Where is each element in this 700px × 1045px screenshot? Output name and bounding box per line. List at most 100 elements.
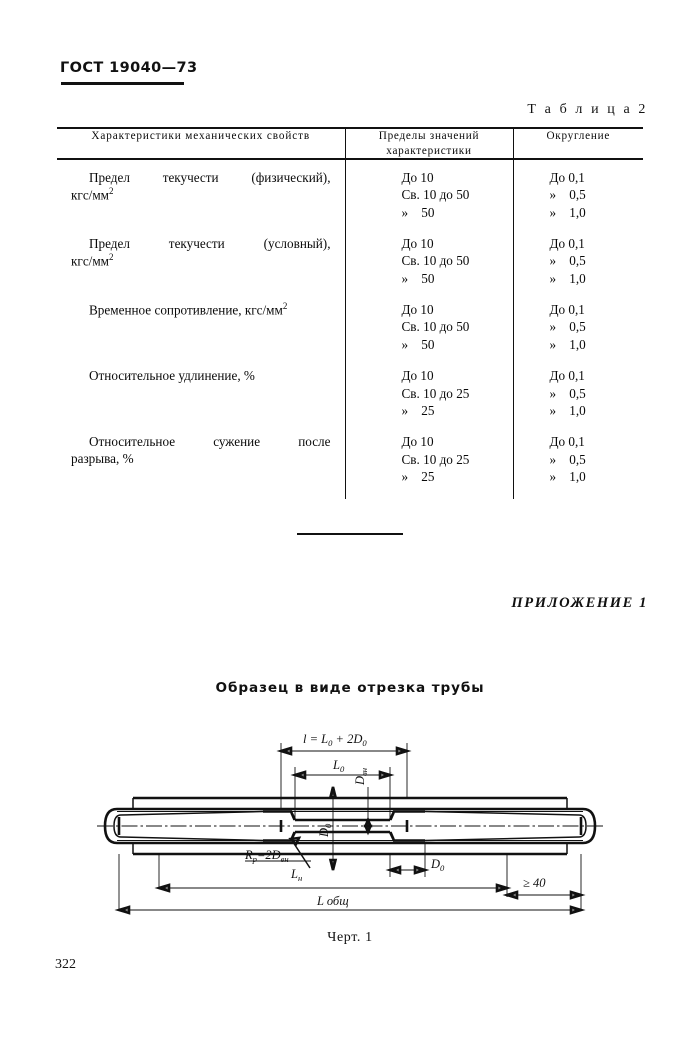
dimension-inner-diameter	[363, 787, 373, 836]
pipe-specimen-svg: l = L0 + 2D0 L0 Dвн	[97, 732, 603, 915]
dimension-overall-line	[114, 905, 586, 915]
limit-value: Св. 10 до 25	[401, 385, 470, 401]
row-limits-cell: До 10 Св. 10 до 25 » 25	[345, 432, 514, 486]
dimension-label-inner-diameter: Dвн	[353, 768, 369, 786]
limit-value: » 50	[401, 205, 435, 221]
column-header-limits-line1: Пределы значений	[378, 130, 480, 143]
table-header-row: Характеристики механических свойств Пред…	[57, 129, 643, 159]
row-property-line1: Временное сопротивление, кгс/мм2	[89, 300, 288, 318]
unit-superscript: 2	[109, 186, 114, 197]
row-limits-cell: До 10 Св. 10 до 50 » 50	[345, 234, 514, 288]
dimension-outer-diameter-right	[385, 865, 430, 875]
pipe-taper-lines	[120, 810, 580, 842]
rounding-values: До 0,1 » 0,5 » 1,0	[514, 433, 644, 486]
limit-value: » 25	[401, 403, 435, 419]
rounding-value: До 0,1	[549, 433, 585, 449]
figure-drawing: l = L0 + 2D0 L0 Dвн	[95, 725, 605, 925]
limit-value: Св. 10 до 50	[401, 253, 470, 269]
column-header-limits: Пределы значений характеристики	[345, 129, 514, 159]
rounding-values: До 0,1 » 0,5 » 1,0	[514, 301, 644, 354]
row-limits-cell: До 10 Св. 10 до 25 » 25	[345, 366, 514, 420]
extension-lines-bottom	[118, 843, 582, 910]
rounding-value: До 0,1	[549, 235, 585, 251]
table-row: Предел текучести (физический), кгс/мм2 Д…	[57, 159, 644, 222]
limit-value: Св. 10 до 50	[401, 187, 470, 203]
limit-value: Св. 10 до 25	[401, 451, 470, 467]
row-property-line2: разрыва, %	[71, 451, 134, 467]
dimension-gauge-length	[290, 770, 395, 780]
row-property-line1: Предел текучести (условный),	[89, 235, 331, 251]
table-body-grid: Предел текучести (физический), кгс/мм2 Д…	[57, 159, 644, 499]
page-number: 322	[55, 957, 76, 972]
figure-title: Образец в виде отрезка трубы	[215, 680, 485, 696]
row-rounding-cell: До 0,1 » 0,5 » 1,0	[513, 433, 643, 486]
limits-values: До 10 Св. 10 до 50 » 50	[346, 301, 513, 354]
limit-value: До 10	[401, 169, 434, 185]
dimension-grip-length-line	[154, 883, 512, 893]
rounding-value: » 0,5	[549, 385, 586, 401]
limits-values: До 10 Св. 10 до 25 » 25	[346, 433, 513, 486]
table-header-grid: Характеристики механических свойств Пред…	[57, 129, 643, 159]
row-property-cell: Предел текучести (физический), кгс/мм2	[57, 159, 346, 222]
row-property-cell: Относительное удлинение, %	[57, 366, 346, 420]
column-header-properties: Характеристики механических свойств	[57, 129, 346, 159]
limit-value: До 10	[401, 433, 434, 449]
row-limits-cell: До 10 Св. 10 до 50 » 50	[345, 300, 514, 354]
row-spacer	[57, 287, 643, 301]
figure-caption: Черт. 1	[327, 930, 373, 945]
row-spacer	[57, 485, 643, 499]
rounding-value: » 1,0	[549, 403, 586, 419]
row-spacer	[57, 221, 643, 235]
row-property-line1: Предел текучести (физический),	[89, 169, 331, 185]
header-underline	[61, 82, 184, 85]
rounding-value: До 0,1	[549, 169, 585, 185]
row-property-line1: Относительное удлинение, %	[89, 367, 255, 383]
row-rounding-cell: До 0,1 » 0,5 » 1,0	[513, 367, 643, 420]
dimension-total-length	[276, 746, 412, 756]
dimension-label-outer-diameter-right: D0	[430, 857, 445, 873]
rounding-value: » 0,5	[549, 253, 586, 269]
table-top-rule	[57, 127, 643, 130]
dimension-label-end-min: ≥ 40	[523, 876, 546, 890]
pipe-outline	[117, 796, 583, 856]
row-property-line2: кгс/мм2	[71, 186, 114, 203]
appendix-label: ПРИЛОЖЕНИЕ 1	[511, 595, 648, 611]
rounding-value: » 0,5	[549, 187, 586, 203]
limit-value: Св. 10 до 50	[401, 319, 470, 335]
limit-value: До 10	[401, 235, 434, 251]
column-header-limits-line2: характеристики	[386, 144, 472, 157]
row-property-cell: Временное сопротивление, кгс/мм2	[57, 300, 346, 354]
rounding-value: До 0,1	[549, 301, 585, 317]
table-header-rule	[57, 158, 643, 160]
rounding-value: » 1,0	[549, 205, 586, 221]
limit-value: » 50	[401, 271, 435, 287]
row-property-line2: кгс/мм2	[71, 252, 114, 269]
table-row: Предел текучести (условный), кгс/мм2 До …	[57, 234, 643, 288]
row-rounding-cell: До 0,1 » 0,5 » 1,0	[513, 235, 643, 288]
unit-superscript: 2	[282, 300, 288, 311]
pipe-gauge-section	[295, 818, 390, 834]
rounding-values: До 0,1 » 0,5 » 1,0	[514, 367, 644, 420]
rounding-value: » 1,0	[549, 337, 586, 353]
row-property-cell: Предел текучести (условный), кгс/мм2	[57, 234, 346, 288]
row-spacer	[57, 353, 643, 367]
rounding-value: » 0,5	[549, 319, 586, 335]
limit-value: » 50	[401, 337, 435, 353]
dimension-end-min	[502, 890, 586, 900]
table-row: Относительное сужение после разрыва, % Д…	[57, 432, 643, 486]
dimension-outer-diameter	[328, 786, 338, 871]
section-divider-rule	[297, 533, 403, 535]
dimension-label-grip-length: Lн	[290, 867, 302, 883]
rounding-values: До 0,1 » 0,5 » 1,0	[514, 160, 644, 222]
table-row: Относительное удлинение, % До 10 Св. 10 …	[57, 366, 643, 420]
rounding-value: До 0,1	[549, 367, 585, 383]
row-limits-cell: До 10 Св. 10 до 50 » 50	[345, 159, 514, 222]
limits-values: До 10 Св. 10 до 25 » 25	[346, 367, 513, 420]
radius-leader	[245, 836, 311, 869]
table-row: Временное сопротивление, кгс/мм2 До 10 С…	[57, 300, 644, 354]
rounding-value: » 1,0	[549, 469, 586, 485]
rounding-value: » 0,5	[549, 451, 586, 467]
limits-values: До 10 Св. 10 до 50 » 50	[346, 160, 513, 222]
limit-value: До 10	[401, 301, 434, 317]
dimension-label-gauge: L0	[332, 758, 345, 774]
